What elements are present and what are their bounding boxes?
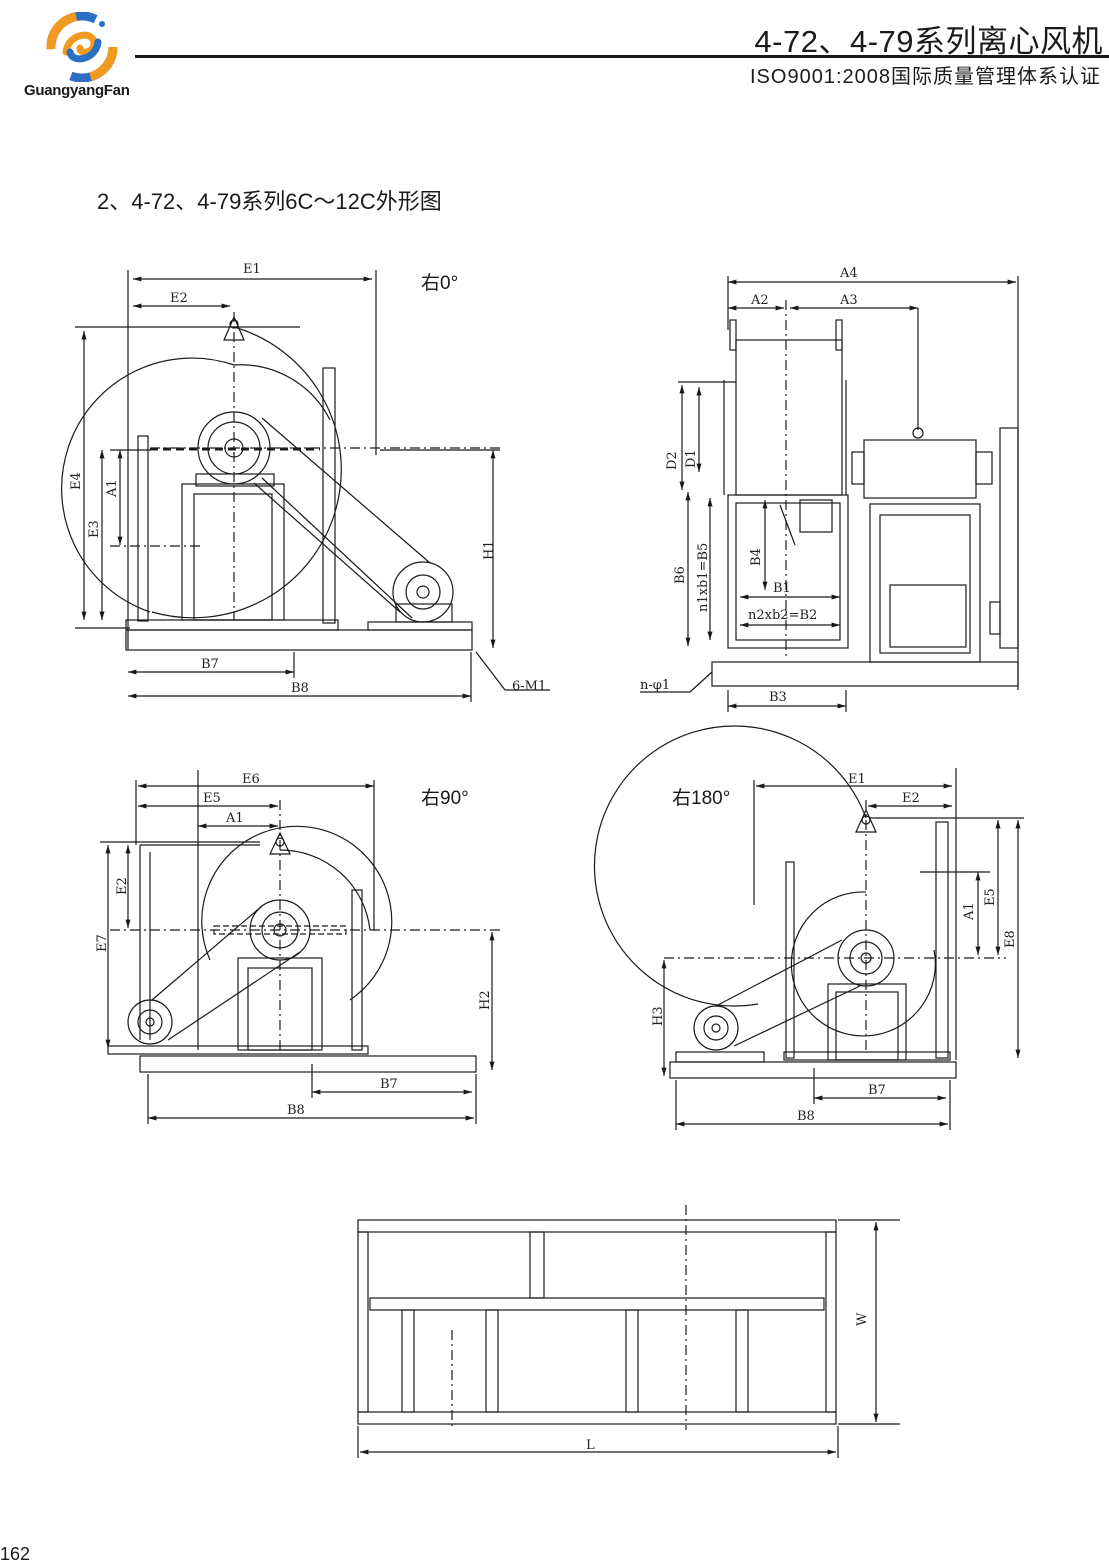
dim-B5: n1xb1=B5 [696,543,711,612]
view-right180 [593,725,1024,1130]
dim-E4: E4 [69,472,84,490]
view-right0 [61,270,550,702]
dim-E2-90: E2 [115,877,130,895]
dim-E5: E5 [203,791,221,806]
dim-D1: D1 [684,449,699,468]
dim-W: W [855,1312,870,1326]
dim-B1: B1 [773,581,791,596]
dim-A3: A3 [839,293,858,308]
dim-B8-90: B8 [287,1103,305,1118]
view-label-right0: 右0° [421,273,459,294]
dim-E2-180: E2 [902,791,920,806]
section-title: 2、4-72、4-79系列6C～12C外形图 [97,189,442,214]
dim-L: L [586,1438,595,1453]
dim-E1-180: E1 [848,772,866,787]
view-label-right90: 右90° [421,788,469,809]
dim-E7: E7 [95,934,110,952]
dim-D2: D2 [665,451,680,470]
page-number: 162 [0,1544,31,1564]
dim-B6: B6 [673,566,688,584]
dim-E2: E2 [170,291,188,306]
dim-A2: A2 [750,293,769,308]
dim-B2: n2xb2=B2 [748,608,817,623]
dim-H1: H1 [482,540,497,560]
dim-E1: E1 [243,262,261,277]
dim-A1: A1 [105,479,120,498]
dim-E3: E3 [87,520,102,538]
dim-E6: E6 [242,772,260,787]
dim-B8: B8 [291,681,309,696]
dim-phi1: n-φ1 [640,678,670,693]
dim-H2: H2 [478,990,493,1010]
dim-B7: B7 [201,657,219,672]
header-rule [135,55,1109,58]
guangyang-swirl-logo-icon [44,11,120,83]
dim-B8-180: B8 [797,1109,815,1124]
view-right90 [100,770,500,1124]
view-label-right180: 右180° [672,788,731,809]
dim-E8: E8 [1003,930,1018,948]
dim-A4: A4 [839,266,858,281]
certification-subtitle: ISO9001:2008国际质量管理体系认证 [750,66,1101,88]
view-base-frame [357,1205,900,1458]
dim-B4: B4 [749,548,764,566]
dim-B7-180: B7 [868,1083,886,1098]
view-side [640,276,1019,712]
dim-A1-90: A1 [225,811,244,826]
dim-M1: 6-M1 [512,679,546,694]
dim-B3: B3 [769,690,787,705]
dim-A1-180: A1 [962,902,977,921]
dim-B7-90: B7 [380,1077,398,1092]
brand-name: GuangyangFan [24,82,130,99]
dim-H3: H3 [651,1006,666,1026]
page-title: 4-72、4-79系列离心风机 [754,24,1103,59]
dim-E5-180: E5 [983,888,998,906]
